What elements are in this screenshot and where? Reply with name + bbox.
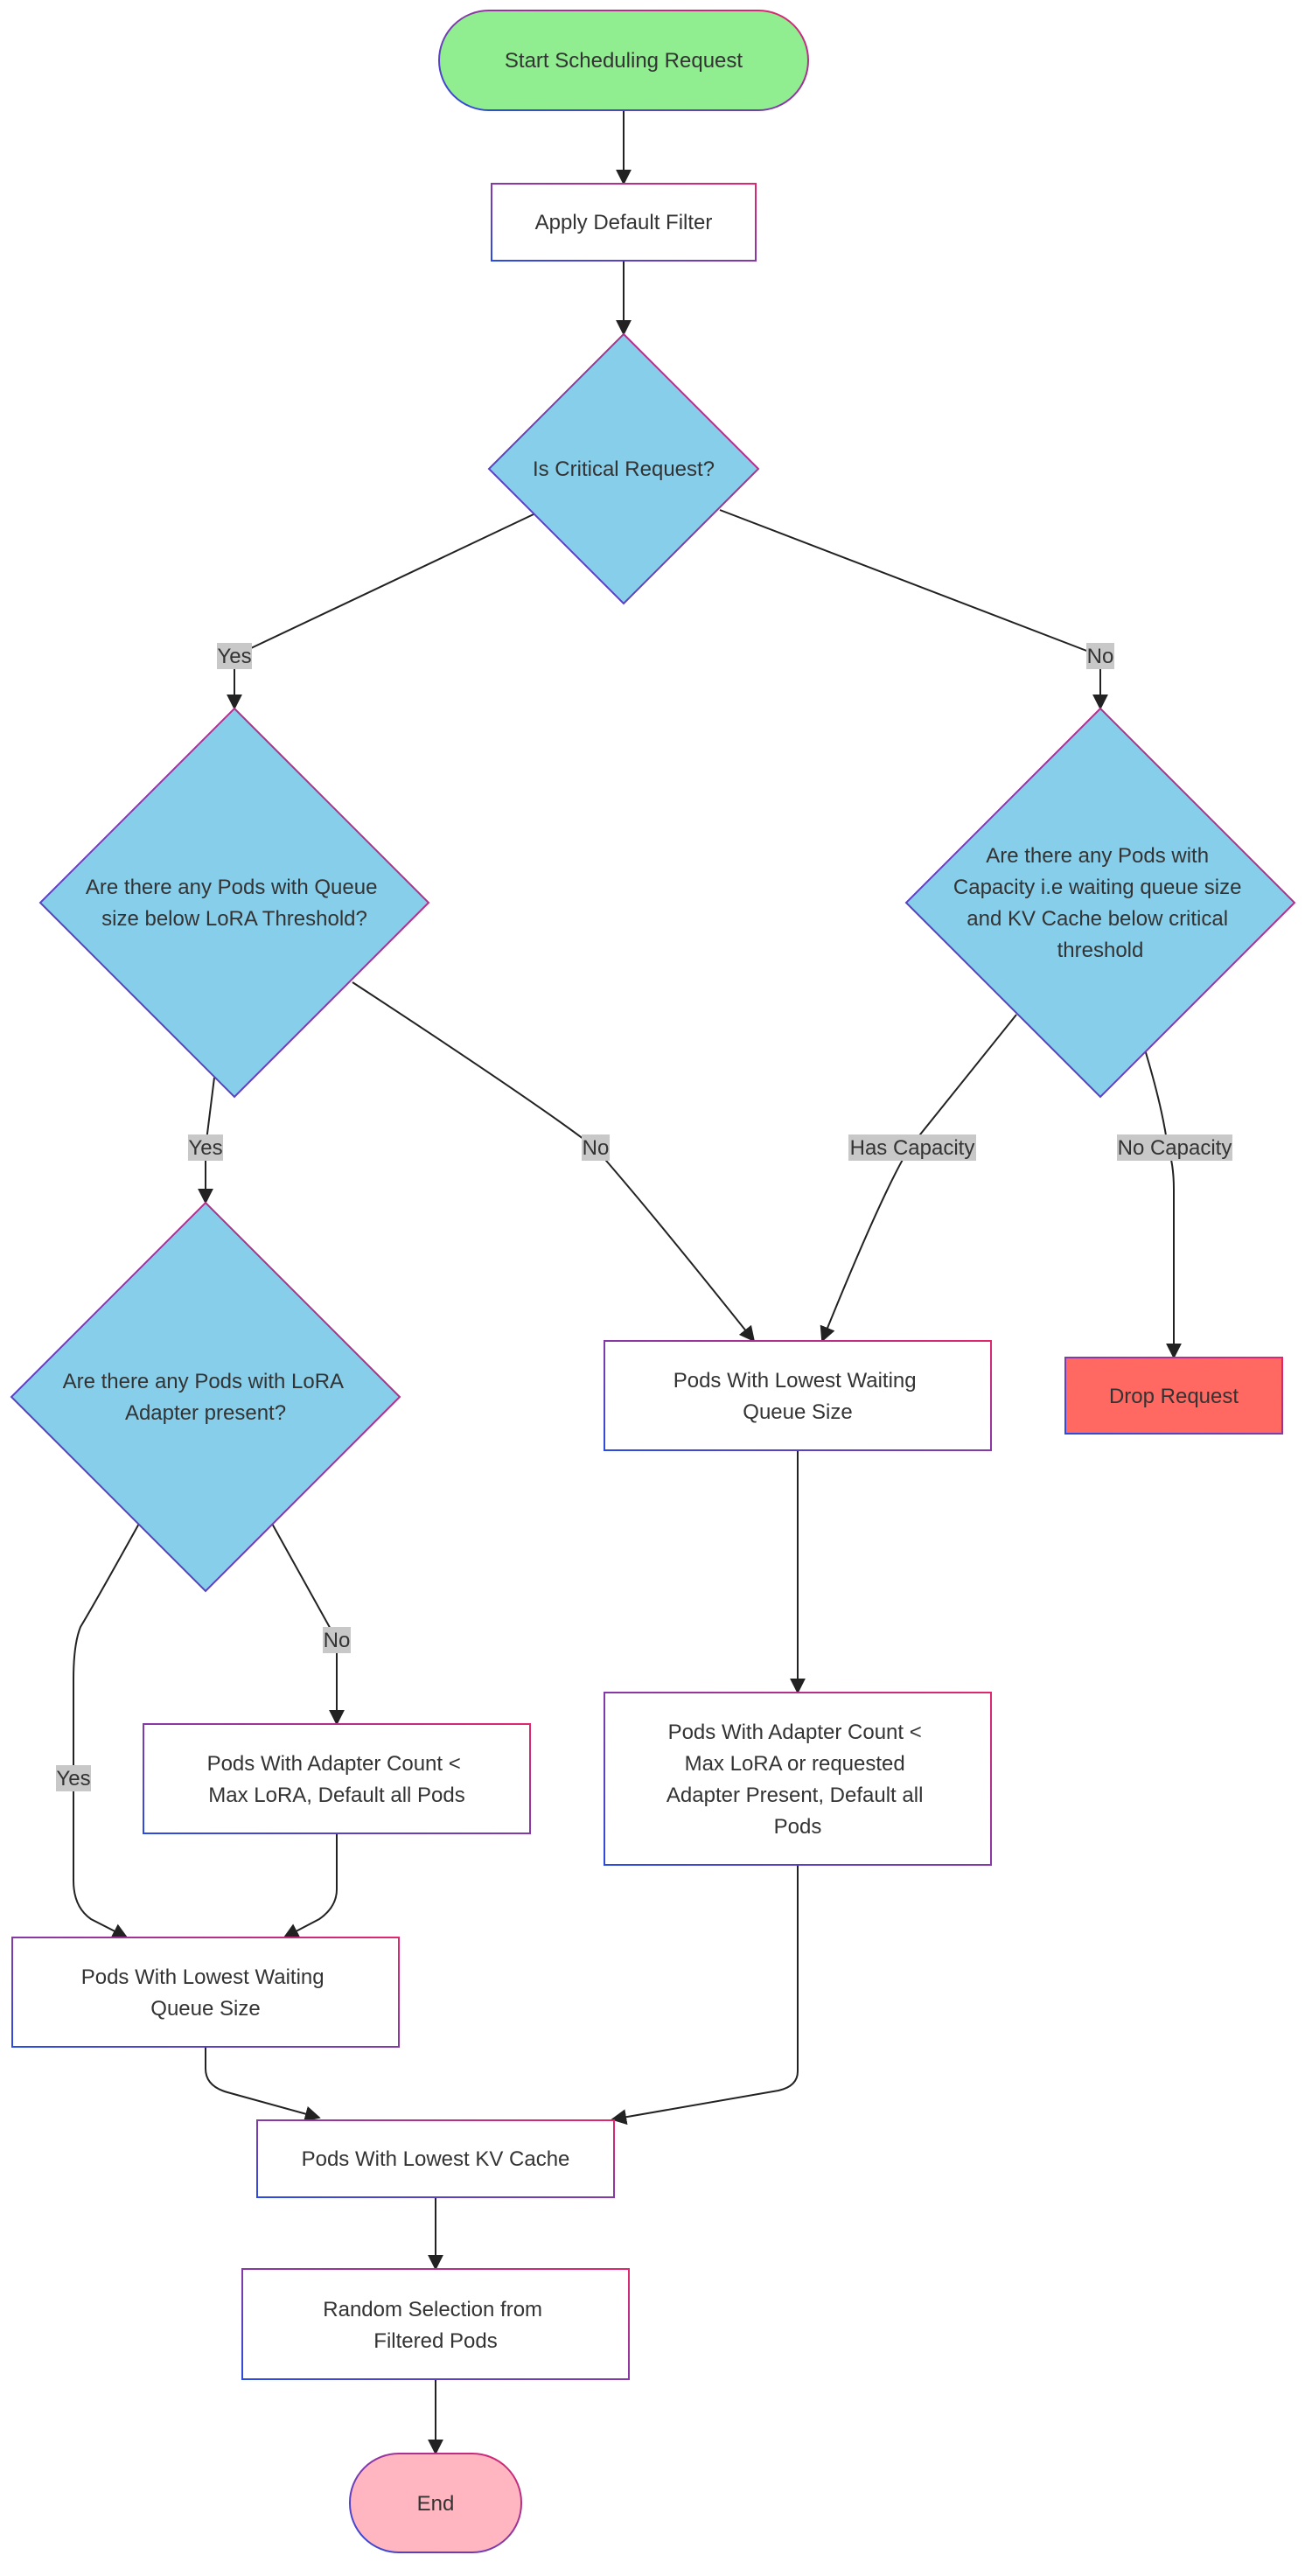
start-node-label: Start Scheduling Request: [505, 49, 743, 73]
edge-label-lora-yes: Yes: [56, 1765, 91, 1791]
edge-adapter-left-to-queue-left: [283, 1833, 338, 1938]
critical-decision-label: Is Critical Request?: [533, 457, 715, 481]
default-filter-node: Apply Default Filter: [491, 183, 757, 262]
capacity-decision-label: Are there any Pods with Capacity i.e wai…: [953, 844, 1247, 962]
edge-lora-yes: [73, 1521, 141, 1938]
edge-label-queue-no: No: [582, 1134, 610, 1161]
lowest-kv-label: Pods With Lowest KV Cache: [302, 2147, 570, 2171]
edge-no-capacity: [1144, 1049, 1182, 1359]
lora-present-decision-label: Are there any Pods with LoRA Adapter pre…: [63, 1370, 349, 1425]
svg-text:No Capacity: No Capacity: [1118, 1136, 1232, 1160]
edge-label-lora-no: No: [323, 1627, 351, 1653]
end-node-label: End: [417, 2492, 455, 2516]
svg-text:No: No: [324, 1629, 351, 1652]
queue-threshold-decision-node: Are there any Pods with Queue size below…: [38, 707, 430, 1099]
edge-label-critical-yes: Yes: [217, 643, 252, 669]
edge-queue-no: [352, 981, 756, 1343]
edge-lora-no: [270, 1521, 345, 1726]
edge-label-critical-no: No: [1086, 643, 1114, 669]
capacity-decision-node: Are there any Pods with Capacity i.e wai…: [904, 707, 1296, 1099]
lowest-kv-node: Pods With Lowest KV Cache: [256, 2119, 615, 2198]
start-node: Start Scheduling Request: [438, 10, 809, 111]
svg-text:Has Capacity: Has Capacity: [850, 1136, 975, 1160]
random-selection-label: Random Selection from Filtered Pods: [323, 2298, 548, 2353]
adapter-count-left-label: Pods With Adapter Count < Max LoRA, Defa…: [207, 1752, 467, 1807]
svg-text:Yes: Yes: [217, 645, 251, 668]
lowest-queue-mid-node: Pods With Lowest Waiting Queue Size: [604, 1340, 992, 1451]
lora-present-decision-node: Are there any Pods with LoRA Adapter pre…: [10, 1201, 401, 1593]
edge-label-has-capacity: Has Capacity: [848, 1134, 976, 1161]
adapter-count-left-node: Pods With Adapter Count < Max LoRA, Defa…: [143, 1723, 531, 1834]
edge-has-capacity: [820, 1014, 1017, 1343]
svg-text:No: No: [1087, 645, 1114, 668]
edge-labels: Yes No Yes No Has Capacity No Capacity Y…: [56, 643, 1232, 1791]
edge-queue-left-to-kv: [205, 2047, 321, 2122]
edge-label-no-capacity: No Capacity: [1117, 1134, 1232, 1161]
adapter-count-mid-label: Pods With Adapter Count < Max LoRA or re…: [666, 1721, 929, 1839]
drop-request-node: Drop Request: [1064, 1357, 1283, 1435]
queue-threshold-decision-label: Are there any Pods with Queue size below…: [86, 876, 383, 931]
drop-request-label: Drop Request: [1109, 1385, 1239, 1408]
edge-critical-yes: [227, 513, 534, 710]
svg-text:Yes: Yes: [56, 1767, 90, 1791]
lowest-queue-mid-label: Pods With Lowest Waiting Queue Size: [673, 1369, 923, 1424]
random-selection-node: Random Selection from Filtered Pods: [241, 2268, 630, 2380]
lowest-queue-left-node: Pods With Lowest Waiting Queue Size: [11, 1937, 400, 2048]
default-filter-label: Apply Default Filter: [535, 211, 713, 234]
critical-decision-node: Is Critical Request?: [487, 332, 760, 605]
svg-text:No: No: [583, 1136, 610, 1160]
edge-label-queue-yes: Yes: [188, 1134, 223, 1161]
edge-adapter-mid-to-kv: [611, 1865, 799, 2126]
edge-critical-no: [719, 509, 1108, 710]
lowest-queue-left-label: Pods With Lowest Waiting Queue Size: [81, 1965, 331, 2021]
end-node: End: [349, 2453, 522, 2553]
adapter-count-mid-node: Pods With Adapter Count < Max LoRA or re…: [604, 1692, 992, 1866]
svg-text:Yes: Yes: [188, 1136, 222, 1160]
